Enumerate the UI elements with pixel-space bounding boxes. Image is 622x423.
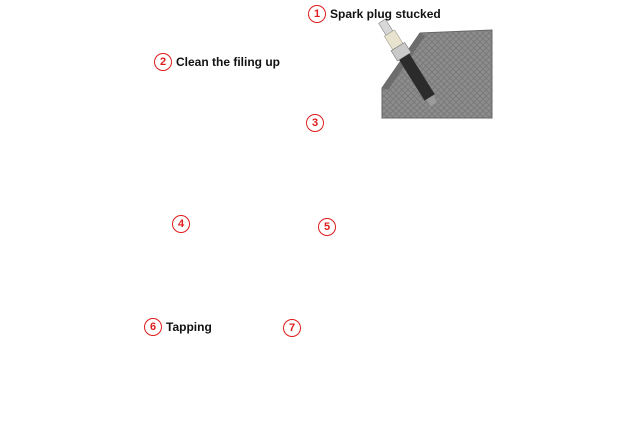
step1-illustration xyxy=(378,18,493,119)
step-6-number: 6 xyxy=(144,318,162,336)
step1-spark-plug xyxy=(378,18,438,107)
step-4-number: 4 xyxy=(172,215,190,233)
step-7-number: 7 xyxy=(283,319,301,337)
step-6-label: Tapping xyxy=(166,320,212,334)
step-5-number: 5 xyxy=(318,218,336,236)
step-2-number: 2 xyxy=(154,53,172,71)
step-2-label: Clean the filing up xyxy=(176,55,280,69)
step-1-label: Spark plug stucked xyxy=(330,7,441,21)
step-1-number: 1 xyxy=(308,5,326,23)
step-3-number: 3 xyxy=(306,114,324,132)
